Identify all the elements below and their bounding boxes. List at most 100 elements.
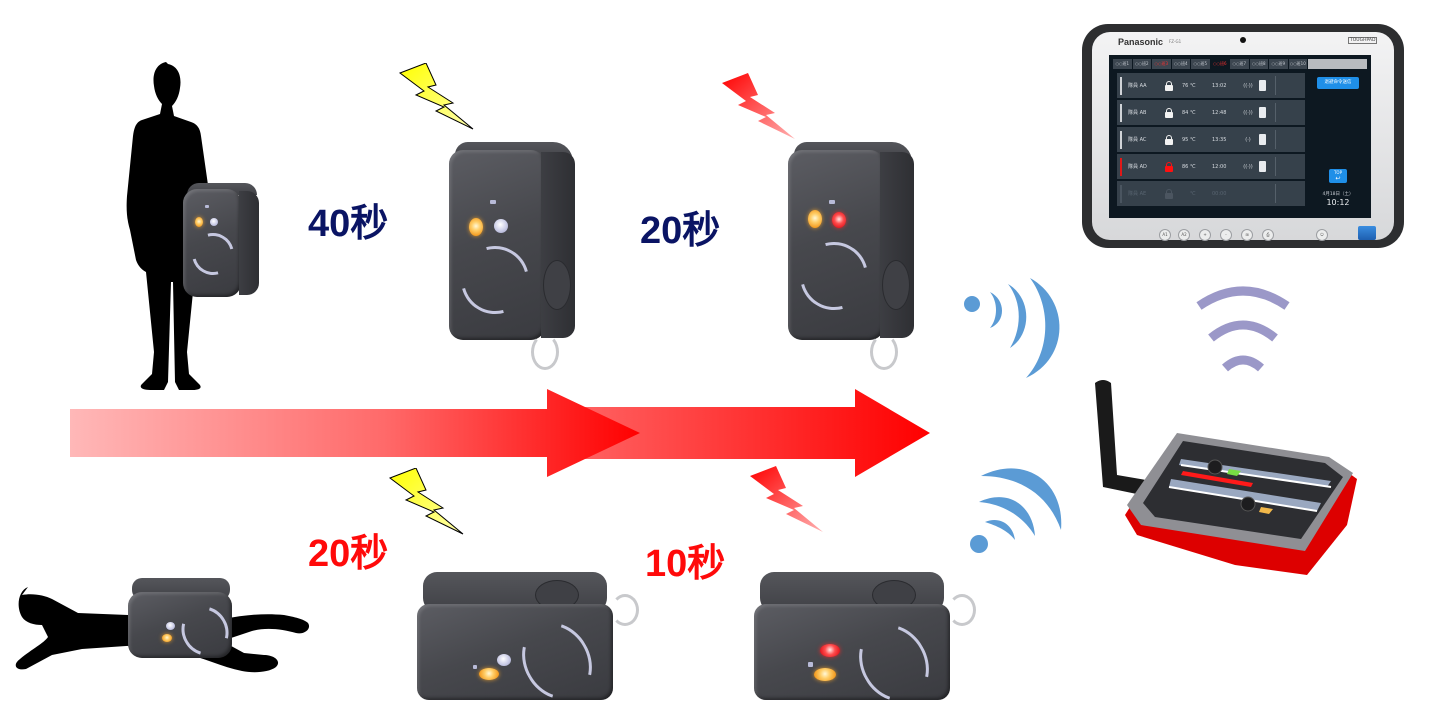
antenna-signal-icon: (·): [1245, 136, 1251, 143]
tablet-badge: TOUGHPAD: [1348, 37, 1378, 44]
gateway-receiver-device: [1095, 380, 1357, 575]
white-led-icon: [497, 654, 511, 666]
worker-name: 隊員 AB: [1128, 110, 1147, 116]
camera-icon: [1240, 37, 1246, 43]
wireless-signal-upper-icon: [964, 278, 1060, 378]
white-led-icon: [166, 622, 175, 630]
tab-team-1[interactable]: ○○班1: [1113, 59, 1132, 69]
orange-led-icon: [479, 668, 499, 680]
tab-team-2[interactable]: ○○班2: [1132, 59, 1151, 69]
orange-led-icon: [469, 218, 483, 236]
worker-time: 12:48: [1212, 109, 1227, 116]
worker-temp: ℃: [1190, 190, 1196, 197]
hw-button-volume-down[interactable]: -: [1220, 229, 1232, 241]
lock-icon: [1165, 188, 1173, 199]
lying-first-stage-timer: 20秒: [308, 533, 389, 575]
antenna-signal-icon: ((·)): [1243, 109, 1253, 116]
fallen-person-sensor-device: [128, 578, 238, 665]
worker-temp: 84 ℃: [1182, 109, 1196, 116]
hw-button-volume-up[interactable]: +: [1199, 229, 1211, 241]
battery-icon: [1258, 161, 1266, 172]
battery-icon: [1258, 107, 1266, 118]
standing-person-silhouette: [126, 62, 211, 390]
worker-row-disabled[interactable]: 隊員 AE ℃ 00:00: [1117, 181, 1305, 206]
hw-button-a1[interactable]: A1: [1159, 229, 1171, 241]
worker-time: 12:00: [1212, 163, 1227, 170]
tab-team-9[interactable]: ○○班9: [1269, 59, 1288, 69]
hook-ring-icon: [531, 334, 559, 370]
team-tabs: ○○班1 ○○班2 ○○班3 ○○班4 ○○班5 ○○班6 ○○班7 ○○班8 …: [1113, 59, 1367, 69]
top-button-label: TOP: [1333, 170, 1342, 175]
standing-second-stage-timer: 20秒: [640, 210, 721, 252]
lock-icon: [1165, 134, 1173, 145]
red-led-icon: [832, 212, 846, 228]
clock-display: 10:12: [1326, 198, 1350, 207]
tablet-brand: Panasonic: [1118, 37, 1164, 47]
tab-team-8[interactable]: ○○班8: [1249, 59, 1268, 69]
warning-stage-device-lying: [415, 568, 639, 713]
hook-ring-icon: [948, 594, 976, 626]
evacuation-command-button[interactable]: 退避命令送信: [1317, 77, 1359, 89]
hw-button-windows[interactable]: ⊞: [1241, 229, 1253, 241]
red-led-icon: [820, 644, 840, 657]
alarm-bolt-icon: [750, 466, 823, 532]
worker-name: 隊員 AA: [1128, 83, 1147, 89]
worker-temp: 76 ℃: [1182, 82, 1196, 89]
green-status-led-icon: [1227, 469, 1241, 476]
top-button[interactable]: TOP↩: [1329, 169, 1347, 183]
side-panel: 退避命令送信 TOP↩ 4月18日（土） 10:12: [1309, 73, 1367, 213]
hook-ring-icon: [870, 334, 898, 370]
worker-name: 隊員 AC: [1128, 137, 1147, 143]
worker-time: 13:35: [1212, 136, 1227, 143]
alarm-stage-device-upright: [787, 142, 918, 370]
worker-row[interactable]: 隊員 AC 95 ℃ 13:35 (·): [1117, 127, 1305, 152]
hook-ring-icon: [611, 594, 639, 626]
alarm-stage-device-lying: [752, 568, 976, 714]
hw-button-rotate[interactable]: ⎙: [1262, 229, 1274, 241]
orange-status-led-icon: [1259, 507, 1273, 514]
worker-name: 隊員 AE: [1128, 191, 1147, 197]
standing-first-stage-timer: 40秒: [308, 203, 389, 245]
worker-row[interactable]: 隊員 AB 84 ℃ 12:48 ((·)): [1117, 100, 1305, 125]
tab-team-6[interactable]: ○○班6: [1210, 59, 1229, 69]
worker-name: 隊員 AD: [1128, 164, 1147, 170]
worker-temp: 95 ℃: [1182, 136, 1196, 143]
white-led-icon: [210, 218, 218, 226]
lock-icon: [1165, 107, 1173, 118]
alarm-lock-icon: [1165, 161, 1173, 172]
antenna-signal-icon: ((·)): [1243, 163, 1253, 170]
standing-person-sensor-device: [183, 183, 265, 301]
tablet-model: FZ-G1: [1169, 39, 1182, 44]
tab-team-7[interactable]: ○○班7: [1230, 59, 1249, 69]
orange-led-icon: [808, 210, 822, 228]
hw-button-a2[interactable]: A2: [1178, 229, 1190, 241]
time-progress-arrow: [70, 389, 930, 477]
worker-temp: 86 ℃: [1182, 163, 1196, 170]
tab-team-10[interactable]: ○○班10: [1288, 59, 1307, 69]
antenna-signal-icon: ((·)): [1243, 82, 1253, 89]
worker-row-alarm[interactable]: 隊員 AD 86 ℃ 12:00 ((·)): [1117, 154, 1305, 179]
worker-row[interactable]: 隊員 AA 76 ℃ 13:02 ((·)): [1117, 73, 1305, 98]
alarm-bolt-icon: [722, 73, 795, 139]
white-led-icon: [494, 219, 508, 233]
tab-team-3[interactable]: ○○班3: [1152, 59, 1171, 69]
warning-stage-device-upright: [448, 142, 579, 370]
lock-icon: [1165, 80, 1173, 91]
intel-logo-icon: [1358, 226, 1376, 240]
lying-second-stage-timer: 10秒: [645, 543, 726, 585]
worker-list: 隊員 AA 76 ℃ 13:02 ((·)) 隊員 AB 84 ℃ 12:48 …: [1117, 73, 1305, 208]
worker-time: 13:02: [1212, 82, 1227, 89]
battery-icon: [1258, 80, 1266, 91]
orange-led-icon: [195, 217, 203, 227]
orange-led-icon: [814, 668, 836, 681]
wireless-signal-lower-icon: [970, 468, 1062, 553]
date-display: 4月18日（土）: [1322, 192, 1354, 197]
power-button-icon[interactable]: ⏻: [1316, 229, 1328, 241]
tab-team-5[interactable]: ○○班5: [1191, 59, 1210, 69]
battery-icon: [1258, 134, 1266, 145]
warning-bolt-icon: [398, 63, 474, 130]
warning-bolt-icon: [388, 468, 464, 535]
wifi-signal-icon: [1196, 286, 1290, 372]
tablet-screen: ○○班1 ○○班2 ○○班3 ○○班4 ○○班5 ○○班6 ○○班7 ○○班8 …: [1109, 55, 1371, 218]
tab-team-4[interactable]: ○○班4: [1171, 59, 1190, 69]
